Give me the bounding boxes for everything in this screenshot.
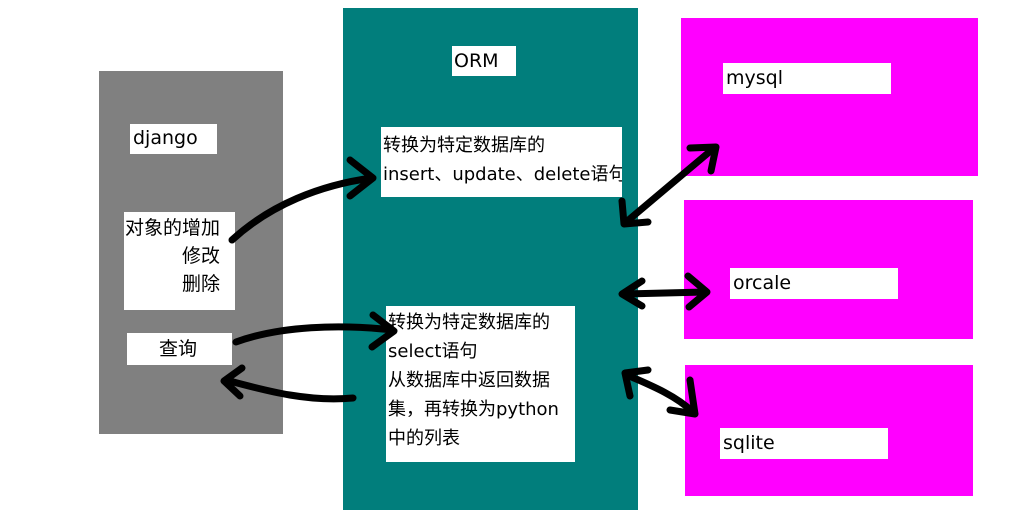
- crud-line-delete: 删除: [182, 273, 221, 295]
- django-query-label: 查询: [127, 333, 232, 365]
- arrow-orm-mysql-head-b: [686, 143, 720, 175]
- orm-query-line-2: select语句: [388, 341, 478, 362]
- arrow-orm-orcale-head-a: [618, 277, 646, 310]
- arrow-orm-mysql-head-a: [618, 197, 652, 228]
- orm-query-text: 转换为特定数据库的 select语句 从数据库中返回数据 集，再转换为pytho…: [386, 306, 575, 462]
- arrow-crud-to-orm-head: [346, 156, 377, 200]
- orm-crud-line-1: 转换为特定数据库的: [383, 135, 545, 156]
- orm-crud-text: 转换为特定数据库的 insert、update、delete语句: [381, 127, 622, 197]
- arrow-orm-sqlite-head-b: [666, 376, 699, 418]
- arrow-orm-sqlite-head-a: [621, 366, 652, 400]
- arrow-orm-orcale: [620, 288, 709, 298]
- django-title: django: [130, 124, 217, 154]
- arrow-orm-orcale-head-b: [684, 272, 711, 311]
- orm-query-line-5: 中的列表: [388, 428, 460, 449]
- arrow-query-to-orm-head: [368, 311, 398, 351]
- arrow-orm-to-query: [222, 376, 357, 403]
- arrow-query-to-orm: [232, 323, 396, 346]
- arrow-orm-sqlite: [623, 371, 697, 416]
- django-crud-label: 对象的增加 修改 删除: [124, 212, 235, 310]
- mysql-box: [681, 18, 978, 176]
- arrow-orm-to-query-head: [220, 364, 246, 400]
- crud-line-update: 修改: [182, 245, 221, 267]
- orm-query-line-1: 转换为特定数据库的: [388, 312, 550, 333]
- orcale-label: orcale: [730, 268, 898, 299]
- crud-line-create: 对象的增加: [125, 217, 221, 239]
- orm-query-line-4: 集，再转换为python: [388, 399, 559, 420]
- sqlite-label: sqlite: [720, 428, 888, 459]
- arrow-crud-to-orm: [228, 174, 376, 244]
- orm-title: ORM: [452, 46, 516, 76]
- orm-crud-line-2: insert、update、delete语句: [383, 164, 622, 185]
- arrow-orm-mysql: [621, 144, 718, 227]
- mysql-label: mysql: [723, 63, 891, 94]
- orm-query-line-3: 从数据库中返回数据: [388, 370, 550, 391]
